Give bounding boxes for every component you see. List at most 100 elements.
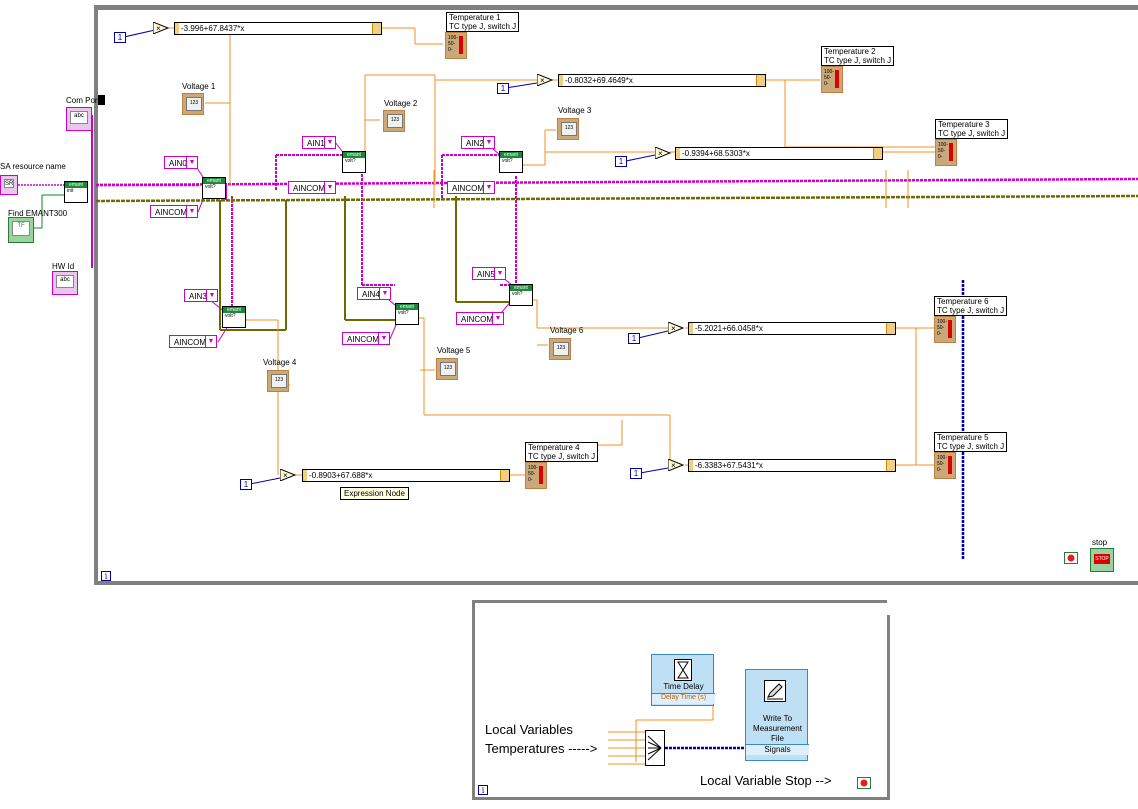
hw-id-label: HW Id: [52, 262, 75, 271]
svg-text:×: ×: [658, 149, 663, 158]
find-emant-label: Find EMANT300: [8, 209, 68, 218]
channel-const-ain5[interactable]: AIN5▼: [472, 267, 506, 280]
multiply-node-4[interactable]: ×: [280, 469, 296, 481]
channel-const-ain4[interactable]: AIN4▼: [357, 287, 391, 300]
chevron-down-icon[interactable]: ▼: [483, 137, 494, 148]
signals-terminal[interactable]: Signals: [746, 744, 809, 755]
voltage-5-label: Voltage 5: [437, 346, 471, 355]
while-loop-main: [94, 5, 1138, 585]
temperature-4-thermometer[interactable]: 100-50-0-: [525, 462, 547, 489]
voltage-1-indicator[interactable]: 123: [182, 93, 204, 115]
chevron-down-icon[interactable]: ▼: [324, 182, 335, 193]
channel-const-aincom-0[interactable]: AINCOM▼: [150, 205, 198, 218]
multiply-node-6[interactable]: ×: [668, 322, 684, 334]
expression-node-5[interactable]: -6.3383+67.5431*x: [688, 459, 896, 472]
stop-local-variable-icon[interactable]: [857, 777, 871, 789]
dbl-constant-5[interactable]: 1: [630, 468, 642, 479]
expression-node-6[interactable]: -5.2021+66.0458*x: [688, 322, 896, 335]
expression-node-2[interactable]: -0.8032+69.4649*x: [558, 74, 766, 87]
multiply-node-5[interactable]: ×: [668, 459, 684, 471]
expression-node-4[interactable]: -0.8903+67.688*x: [302, 469, 510, 482]
voltage-2-label: Voltage 2: [384, 99, 418, 108]
voltage-3-label: Voltage 3: [558, 106, 592, 115]
chevron-down-icon[interactable]: ▼: [206, 290, 217, 301]
multiply-node-2[interactable]: ×: [537, 74, 553, 86]
time-delay-vi[interactable]: Time Delay Delay Time (s): [651, 654, 715, 706]
voltage-6-indicator[interactable]: 123: [549, 338, 571, 360]
note-temperatures: Temperatures ----->: [485, 741, 598, 756]
find-emant-control[interactable]: TF: [8, 217, 34, 243]
emant-init-node[interactable]: emant init: [64, 181, 88, 203]
svg-text:×: ×: [156, 24, 161, 33]
channel-const-ain1[interactable]: AIN1▼: [302, 136, 336, 149]
chevron-down-icon[interactable]: ▼: [492, 313, 503, 324]
visa-resource-label: SA resource name: [0, 162, 66, 171]
stop-button[interactable]: STOP: [1090, 548, 1114, 572]
merge-signals-node[interactable]: [645, 730, 665, 766]
channel-const-aincom-3[interactable]: AINCOM▼: [169, 335, 217, 348]
hw-id-control[interactable]: abc: [52, 271, 78, 295]
dbl-constant-1[interactable]: 1: [114, 32, 126, 43]
multiply-node-3[interactable]: ×: [655, 147, 671, 159]
error-cluster-wire: [95, 194, 1138, 331]
chevron-down-icon[interactable]: ▼: [205, 336, 216, 347]
voltage-3-indicator[interactable]: 123: [557, 118, 579, 140]
multiply-node-1[interactable]: ×: [153, 22, 169, 34]
svg-text:×: ×: [671, 461, 676, 470]
dbl-constant-3[interactable]: 1: [615, 156, 627, 167]
dbl-constant-4[interactable]: 1: [240, 479, 252, 490]
com-port-label: Com Port: [66, 96, 100, 105]
channel-const-aincom-1[interactable]: AINCOM▼: [288, 181, 336, 194]
dbl-constant-6[interactable]: 1: [628, 333, 640, 344]
voltage-6-label: Voltage 6: [550, 326, 584, 335]
note-local-variable-stop: Local Variable Stop -->: [700, 773, 832, 788]
chevron-down-icon[interactable]: ▼: [186, 206, 197, 217]
chevron-down-icon[interactable]: ▼: [186, 157, 197, 168]
chevron-down-icon[interactable]: ▼: [379, 288, 390, 299]
chevron-down-icon[interactable]: ▼: [494, 268, 505, 279]
expression-node-3[interactable]: -0.9394+68.5303*x: [675, 147, 883, 160]
channel-const-ain2[interactable]: AIN2▼: [461, 136, 495, 149]
chevron-down-icon[interactable]: ▼: [378, 333, 389, 344]
expression-node-1[interactable]: -3.996+67.8437*x: [174, 22, 382, 35]
voltage-4-indicator[interactable]: 123: [267, 370, 289, 392]
chevron-down-icon[interactable]: ▼: [483, 182, 494, 193]
note-local-variables: Local Variables: [485, 722, 573, 737]
dbl-constant-2[interactable]: 1: [497, 83, 509, 94]
voltage-5-indicator[interactable]: 123: [436, 358, 458, 380]
temperature-3-thermometer[interactable]: 100-50-0-: [935, 139, 957, 166]
channel-const-aincom-2[interactable]: AINCOM▼: [447, 181, 495, 194]
temperature-5-thermometer[interactable]: 100-50-0-: [934, 452, 956, 479]
channel-const-aincom-4[interactable]: AINCOM▼: [342, 332, 390, 345]
channel-const-aincom-5[interactable]: AINCOM▼: [456, 312, 504, 325]
channel-const-ain3[interactable]: AIN3▼: [184, 289, 218, 302]
temperature-2-thermometer[interactable]: 100-50-0-: [821, 66, 843, 93]
delay-time-terminal[interactable]: Delay Time (s): [652, 693, 715, 704]
voltage-2-indicator[interactable]: 123: [383, 110, 405, 132]
loop-iteration-icon: i: [101, 571, 111, 581]
com-port-control[interactable]: abc: [66, 107, 92, 131]
chevron-down-icon[interactable]: ▼: [324, 137, 335, 148]
boolean-wire: [34, 194, 64, 229]
svg-text:×: ×: [283, 471, 288, 480]
channel-const-ain0[interactable]: AIN0▼: [164, 156, 198, 169]
temperature-6-thermometer[interactable]: 100-50-0-: [934, 316, 956, 343]
hourglass-icon: [674, 659, 692, 681]
numeric-wires: [168, 27, 935, 765]
svg-text:×: ×: [671, 324, 676, 333]
visa-resource-control[interactable]: SR: [0, 175, 18, 195]
voltage-4-label: Voltage 4: [263, 358, 297, 367]
temperature-1-thermometer[interactable]: 100-50-0-: [445, 32, 467, 59]
